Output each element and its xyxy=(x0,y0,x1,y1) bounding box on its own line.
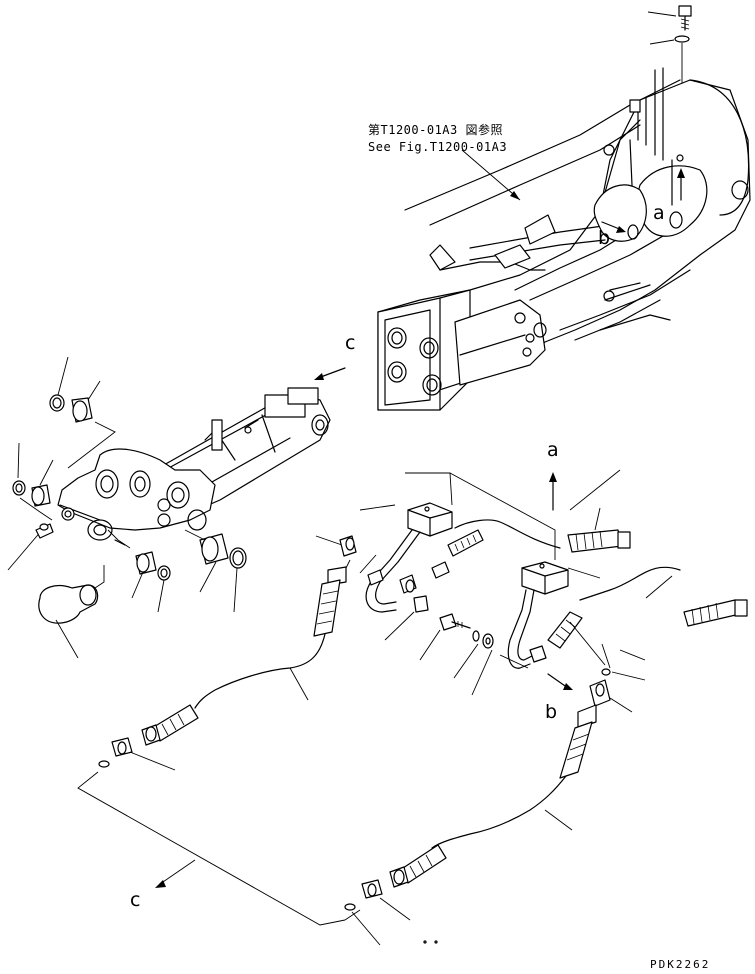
drawing-code: PDK2262 xyxy=(650,958,710,971)
callout-a-lower: a xyxy=(547,439,559,461)
callout-a-top: a xyxy=(653,202,665,224)
callout-b-lower: b xyxy=(545,701,557,723)
callout-b-top: b xyxy=(598,227,610,249)
reference-leader xyxy=(461,149,521,201)
callout-c-top: c xyxy=(345,332,355,354)
left-hose-assembly xyxy=(77,535,357,926)
right-fittings xyxy=(567,507,748,713)
top-bolt xyxy=(647,5,692,31)
lower-hose-assembly xyxy=(344,704,597,946)
callout-c-lower: c xyxy=(130,889,140,911)
hose-group-center xyxy=(359,472,681,696)
bushings-left xyxy=(7,356,116,659)
reference-text-en: See Fig.T1200-01A3 xyxy=(368,140,507,154)
arrow-b-lower xyxy=(547,673,569,689)
reference-text-jp: 第T1200-01A3 図参照 xyxy=(368,122,503,137)
hydraulic-cylinder xyxy=(57,387,331,546)
leader-lines xyxy=(569,469,646,661)
boom-frame xyxy=(377,67,751,411)
bushings-right xyxy=(107,529,247,613)
